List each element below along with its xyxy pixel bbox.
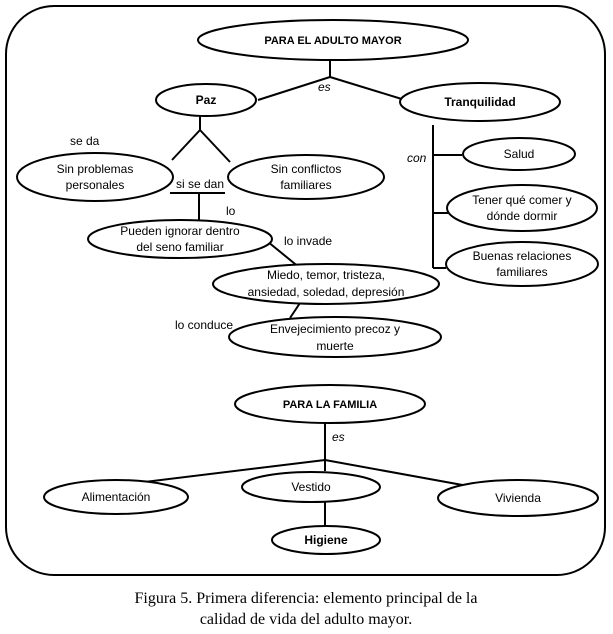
node-higiene-label: Higiene: [304, 533, 348, 547]
node-sin-conflictos-line1: Sin conflictos: [271, 162, 342, 176]
node-miedo-line2: ansiedad, soledad, depresión: [248, 285, 405, 299]
node-paz: Paz: [155, 83, 257, 117]
link-label-se-da: se da: [70, 134, 100, 148]
node-vivienda: Vivienda: [437, 479, 599, 517]
connector-fork-right: [199, 129, 231, 163]
node-envejecimiento-line2: muerte: [316, 339, 354, 353]
node-miedo: Miedo, temor, tristeza, ansiedad, soleda…: [212, 263, 440, 305]
link-label-es-top: es: [318, 80, 331, 94]
node-paz-label: Paz: [196, 93, 217, 107]
node-alimentacion: Alimentación: [43, 479, 189, 515]
link-label-es-bottom: es: [332, 430, 345, 444]
node-pueden-line2: del seno familiar: [136, 240, 223, 254]
node-buenas: Buenas relaciones familiares: [445, 241, 599, 287]
connector-family-right: [324, 459, 469, 487]
node-pueden-line1: Pueden ignorar dentro: [120, 224, 240, 238]
connector-junction-tranquilidad: [329, 76, 406, 101]
node-envejecimiento: Envejecimiento precoz y muerte: [228, 316, 442, 358]
node-salud: Salud: [462, 137, 576, 171]
node-tranquilidad: Tranquilidad: [399, 82, 561, 122]
node-buenas-line1: Buenas relaciones: [473, 249, 572, 263]
node-sin-problemas-line1: Sin problemas: [57, 162, 134, 176]
connector-miedo-envejecimiento: [289, 302, 301, 319]
link-label-lo-invade: lo invade: [284, 234, 332, 248]
node-sin-conflictos-line2: familiares: [280, 178, 331, 192]
node-tener-line2: dónde dormir: [487, 209, 558, 223]
node-higiene: Higiene: [271, 525, 381, 555]
connector-fork-left: [171, 129, 201, 161]
node-buenas-line2: familiares: [496, 265, 547, 279]
node-root-family-label: Para la familia: [283, 399, 377, 411]
node-miedo-line1: Miedo, temor, tristeza,: [267, 268, 385, 282]
node-envejecimiento-line1: Envejecimiento precoz y: [270, 322, 400, 336]
link-label-si-se-dan: si se dan: [176, 177, 224, 191]
node-vestido-label: Vestido: [291, 480, 331, 494]
node-pueden-ignorar: Pueden ignorar dentro del seno familiar: [87, 219, 273, 259]
node-root-adult: Para el adulto mayor: [197, 19, 469, 61]
node-sin-conflictos: Sin conflictos familiares: [227, 154, 385, 200]
node-salud-label: Salud: [504, 147, 535, 161]
link-label-con: con: [407, 151, 427, 165]
node-sin-problemas: Sin problemas personales: [16, 152, 174, 202]
node-vivienda-label: Vivienda: [495, 491, 541, 505]
node-root-family: Para la familia: [234, 384, 426, 424]
link-label-lo: lo: [226, 204, 236, 218]
link-label-lo-conduce: lo conduce: [175, 318, 233, 332]
diagram-frame: [5, 5, 606, 576]
node-alimentacion-label: Alimentación: [82, 490, 151, 504]
node-root-adult-label: Para el adulto mayor: [264, 35, 401, 47]
node-tener: Tener qué comer y dónde dormir: [446, 184, 598, 232]
connector-junction-paz: [257, 76, 331, 101]
figure-caption-line2: calidad de vida del adulto mayor.: [200, 611, 412, 628]
node-tener-line1: Tener qué comer y: [472, 193, 571, 207]
node-vestido: Vestido: [241, 471, 381, 503]
figure-caption-line1: Figura 5. Primera diferencia: elemento p…: [135, 590, 478, 607]
node-sin-problemas-line2: personales: [66, 178, 125, 192]
node-tranquilidad-label: Tranquilidad: [444, 95, 515, 109]
